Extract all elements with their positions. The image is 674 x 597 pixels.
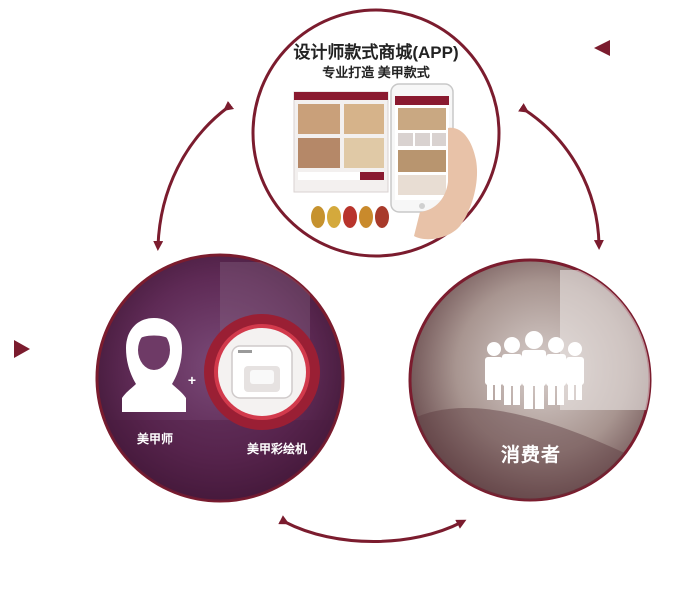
consumer-label: 消费者 <box>500 445 561 466</box>
hand-holding-phone <box>414 127 478 240</box>
app-store-subtitle: 专业打造 美甲款式 <box>322 65 430 80</box>
nail-printer-icon <box>204 314 320 430</box>
right-triangle-marker <box>594 40 610 56</box>
manicurist-label: 美甲师 <box>136 432 173 446</box>
app-store-title: 设计师款式商城(APP) <box>293 43 459 62</box>
nail-tips-row <box>311 206 389 228</box>
arrow-top-right <box>518 103 604 250</box>
app-screenshot-back <box>293 91 389 193</box>
top-circle-app-store <box>251 8 501 258</box>
manicurist-icon <box>122 318 186 412</box>
consumers-group-icon <box>485 331 584 409</box>
plus-sign: + <box>187 372 197 388</box>
left-circle-manicurist <box>95 253 345 503</box>
smartphone-mockup <box>390 83 454 213</box>
right-circle-consumers <box>408 258 652 502</box>
nail-printer-label: 美甲彩绘机 <box>246 442 307 456</box>
left-triangle-marker <box>14 340 30 358</box>
arrow-top-left <box>153 100 235 251</box>
arrow-bottom <box>278 515 467 543</box>
